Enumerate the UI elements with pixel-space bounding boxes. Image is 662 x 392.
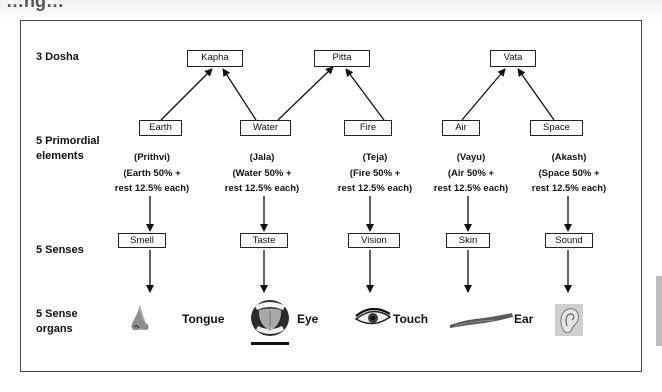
element-share-air: (Air 50% + (447, 167, 495, 179)
element-desc-water: (Jala) (Water 50% + rest 12.5% each) (210, 150, 314, 197)
element-share-space: (Space 50% + (538, 167, 600, 179)
sense-box-smell: Smell (118, 233, 166, 248)
arrow-water-to-kapha (222, 68, 257, 121)
row-label-organs-1: 5 Sense (36, 308, 78, 320)
element-share-earth: (Earth 50% + (123, 167, 181, 179)
row-label-elements-1: 5 Primordial (36, 135, 100, 147)
element-sanskrit-air: (Vayu) (456, 152, 486, 163)
row-label-organs-2: organs (36, 323, 73, 335)
element-box-space: Space (530, 120, 583, 136)
element-sanskrit-fire: (Teja) (362, 152, 388, 163)
arrow-earth-to-kapha (160, 68, 213, 121)
element-sanskrit-space: (Akash) (551, 152, 587, 163)
arrow-air-to-vata (461, 68, 506, 121)
diagram-frame (20, 20, 642, 372)
organ-label-touch: Touch (393, 312, 429, 326)
tongue-image (251, 300, 289, 345)
element-sanskrit-earth: (Prithvi) (134, 152, 170, 163)
organ-label-eye: Eye (297, 312, 319, 326)
organ-label-ear: Ear (514, 312, 534, 326)
organ-label-tongue: Tongue (182, 312, 225, 326)
element-desc-fire: (Teja) (Fire 50% + rest 12.5% each) (324, 150, 426, 197)
element-rest-space: rest 12.5% each) (531, 183, 607, 194)
page-edge-shadow (656, 276, 662, 346)
skin-image (450, 313, 513, 328)
element-box-air: Air (442, 120, 480, 136)
element-desc-air: (Vayu) (Air 50% + rest 12.5% each) (420, 150, 522, 197)
element-rest-earth: rest 12.5% each) (114, 183, 190, 194)
element-box-earth: Earth (139, 120, 182, 136)
element-sanskrit-water: (Jala) (249, 152, 275, 163)
eye-image (354, 308, 392, 325)
element-rest-air: rest 12.5% each) (433, 183, 509, 194)
sense-box-taste: Taste (240, 233, 288, 248)
element-rest-water: rest 12.5% each) (224, 183, 300, 194)
row-label-senses: 5 Senses (36, 244, 84, 256)
row-label-elements-2: elements (36, 150, 84, 162)
element-box-fire: Fire (344, 120, 392, 136)
clipped-heading-text: …ng… (6, 0, 64, 11)
element-desc-space: (Akash) (Space 50% + rest 12.5% each) (518, 150, 620, 197)
element-share-water: (Water 50% + (232, 167, 292, 179)
arrow-space-to-vata (517, 68, 555, 121)
sense-box-sound: Sound (545, 233, 593, 248)
element-share-fire: (Fire 50% + (349, 167, 401, 179)
ear-image (555, 304, 583, 336)
sense-box-vision: Vision (348, 233, 400, 248)
element-desc-earth: (Prithvi) (Earth 50% + rest 12.5% each) (102, 150, 202, 197)
nose-image (131, 305, 149, 331)
dosha-box-vata: Vata (490, 50, 536, 67)
dosha-box-pitta: Pitta (314, 50, 370, 67)
arrow-fire-to-pitta (345, 68, 385, 121)
arrow-water-to-pitta (277, 66, 334, 121)
row-label-dosha: 3 Dosha (36, 51, 79, 63)
dosha-box-kapha: Kapha (187, 50, 243, 67)
element-rest-fire: rest 12.5% each) (337, 183, 413, 194)
element-box-water: Water (240, 120, 291, 136)
sense-box-skin: Skin (446, 233, 490, 248)
